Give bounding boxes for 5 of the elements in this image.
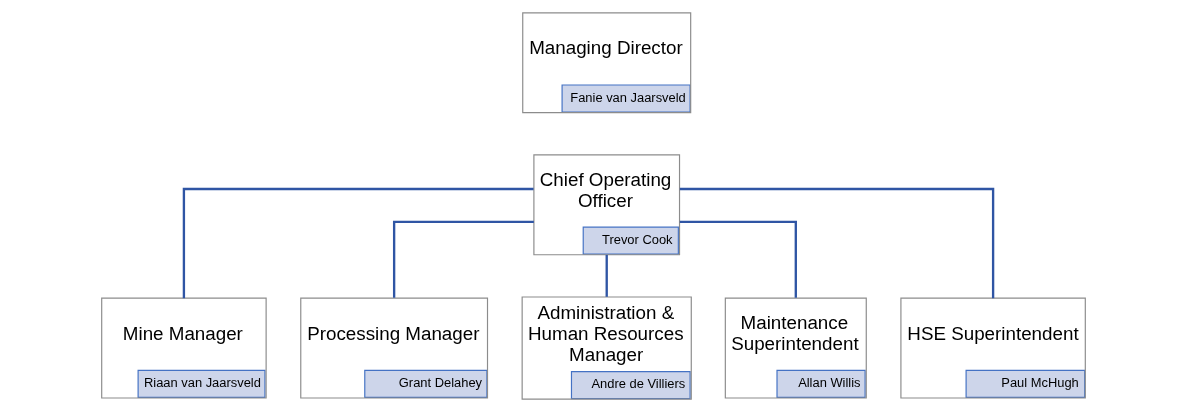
connector xyxy=(679,187,995,299)
connector xyxy=(392,220,534,298)
connector xyxy=(182,187,534,299)
connector xyxy=(605,254,608,297)
connector xyxy=(679,220,797,298)
